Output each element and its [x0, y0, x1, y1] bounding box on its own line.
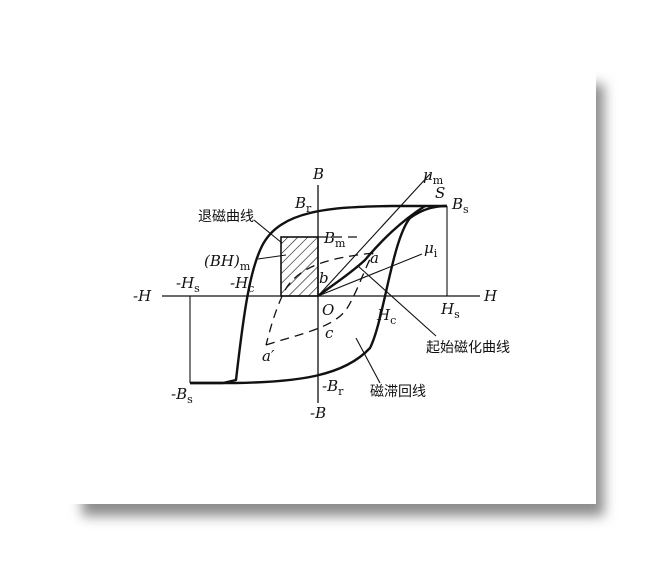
hs-left-label: -Hs [176, 274, 200, 295]
mu-m-label: μm [423, 166, 444, 187]
saturation-point-label: S [435, 184, 445, 202]
hc-left-label: -Hc [230, 274, 254, 295]
hysteresis-loop-label: 磁滞回线 [370, 384, 426, 400]
paper-card [60, 58, 596, 504]
demagnetization-curve-label: 退磁曲线 [198, 209, 254, 225]
b-axis-bottom-label: -B [310, 404, 326, 422]
h-axis-right-label: H [483, 287, 498, 305]
hysteresis-upper-branch [190, 204, 447, 385]
initial-curve-leader [357, 265, 437, 337]
point-c-label: c [325, 324, 334, 342]
demag-leader [253, 219, 283, 244]
point-b-label: b [319, 269, 329, 287]
h-axis-left-label: -H [133, 287, 152, 305]
hs-right-label: Hs [440, 300, 460, 321]
bh-max-label: (BH)m [204, 252, 251, 273]
mu-m-line [317, 173, 431, 297]
br-bottom-label: -Br [322, 377, 344, 398]
bm-label: Bm [323, 229, 346, 250]
b-axis-top-label: B [312, 165, 324, 183]
br-top-label: Br [294, 194, 312, 215]
hc-right-label: Hc [376, 306, 396, 327]
mu-i-label: μi [424, 239, 438, 260]
minor-loop-upper [265, 252, 374, 346]
loop-leader [355, 337, 381, 384]
initial-magnetization-curve [317, 204, 426, 297]
point-a-label: a [370, 249, 379, 267]
origin-label: O [322, 301, 334, 319]
bh-leader [257, 254, 287, 260]
mu-i-line [317, 253, 423, 297]
point-a-prime-label: a′ [262, 347, 275, 365]
bs-top-label: Bs [451, 195, 469, 216]
bs-bottom-label: -Bs [171, 385, 193, 406]
initial-magnetization-curve-label: 起始磁化曲线 [426, 340, 510, 356]
hysteresis-lower-branch [190, 204, 448, 385]
